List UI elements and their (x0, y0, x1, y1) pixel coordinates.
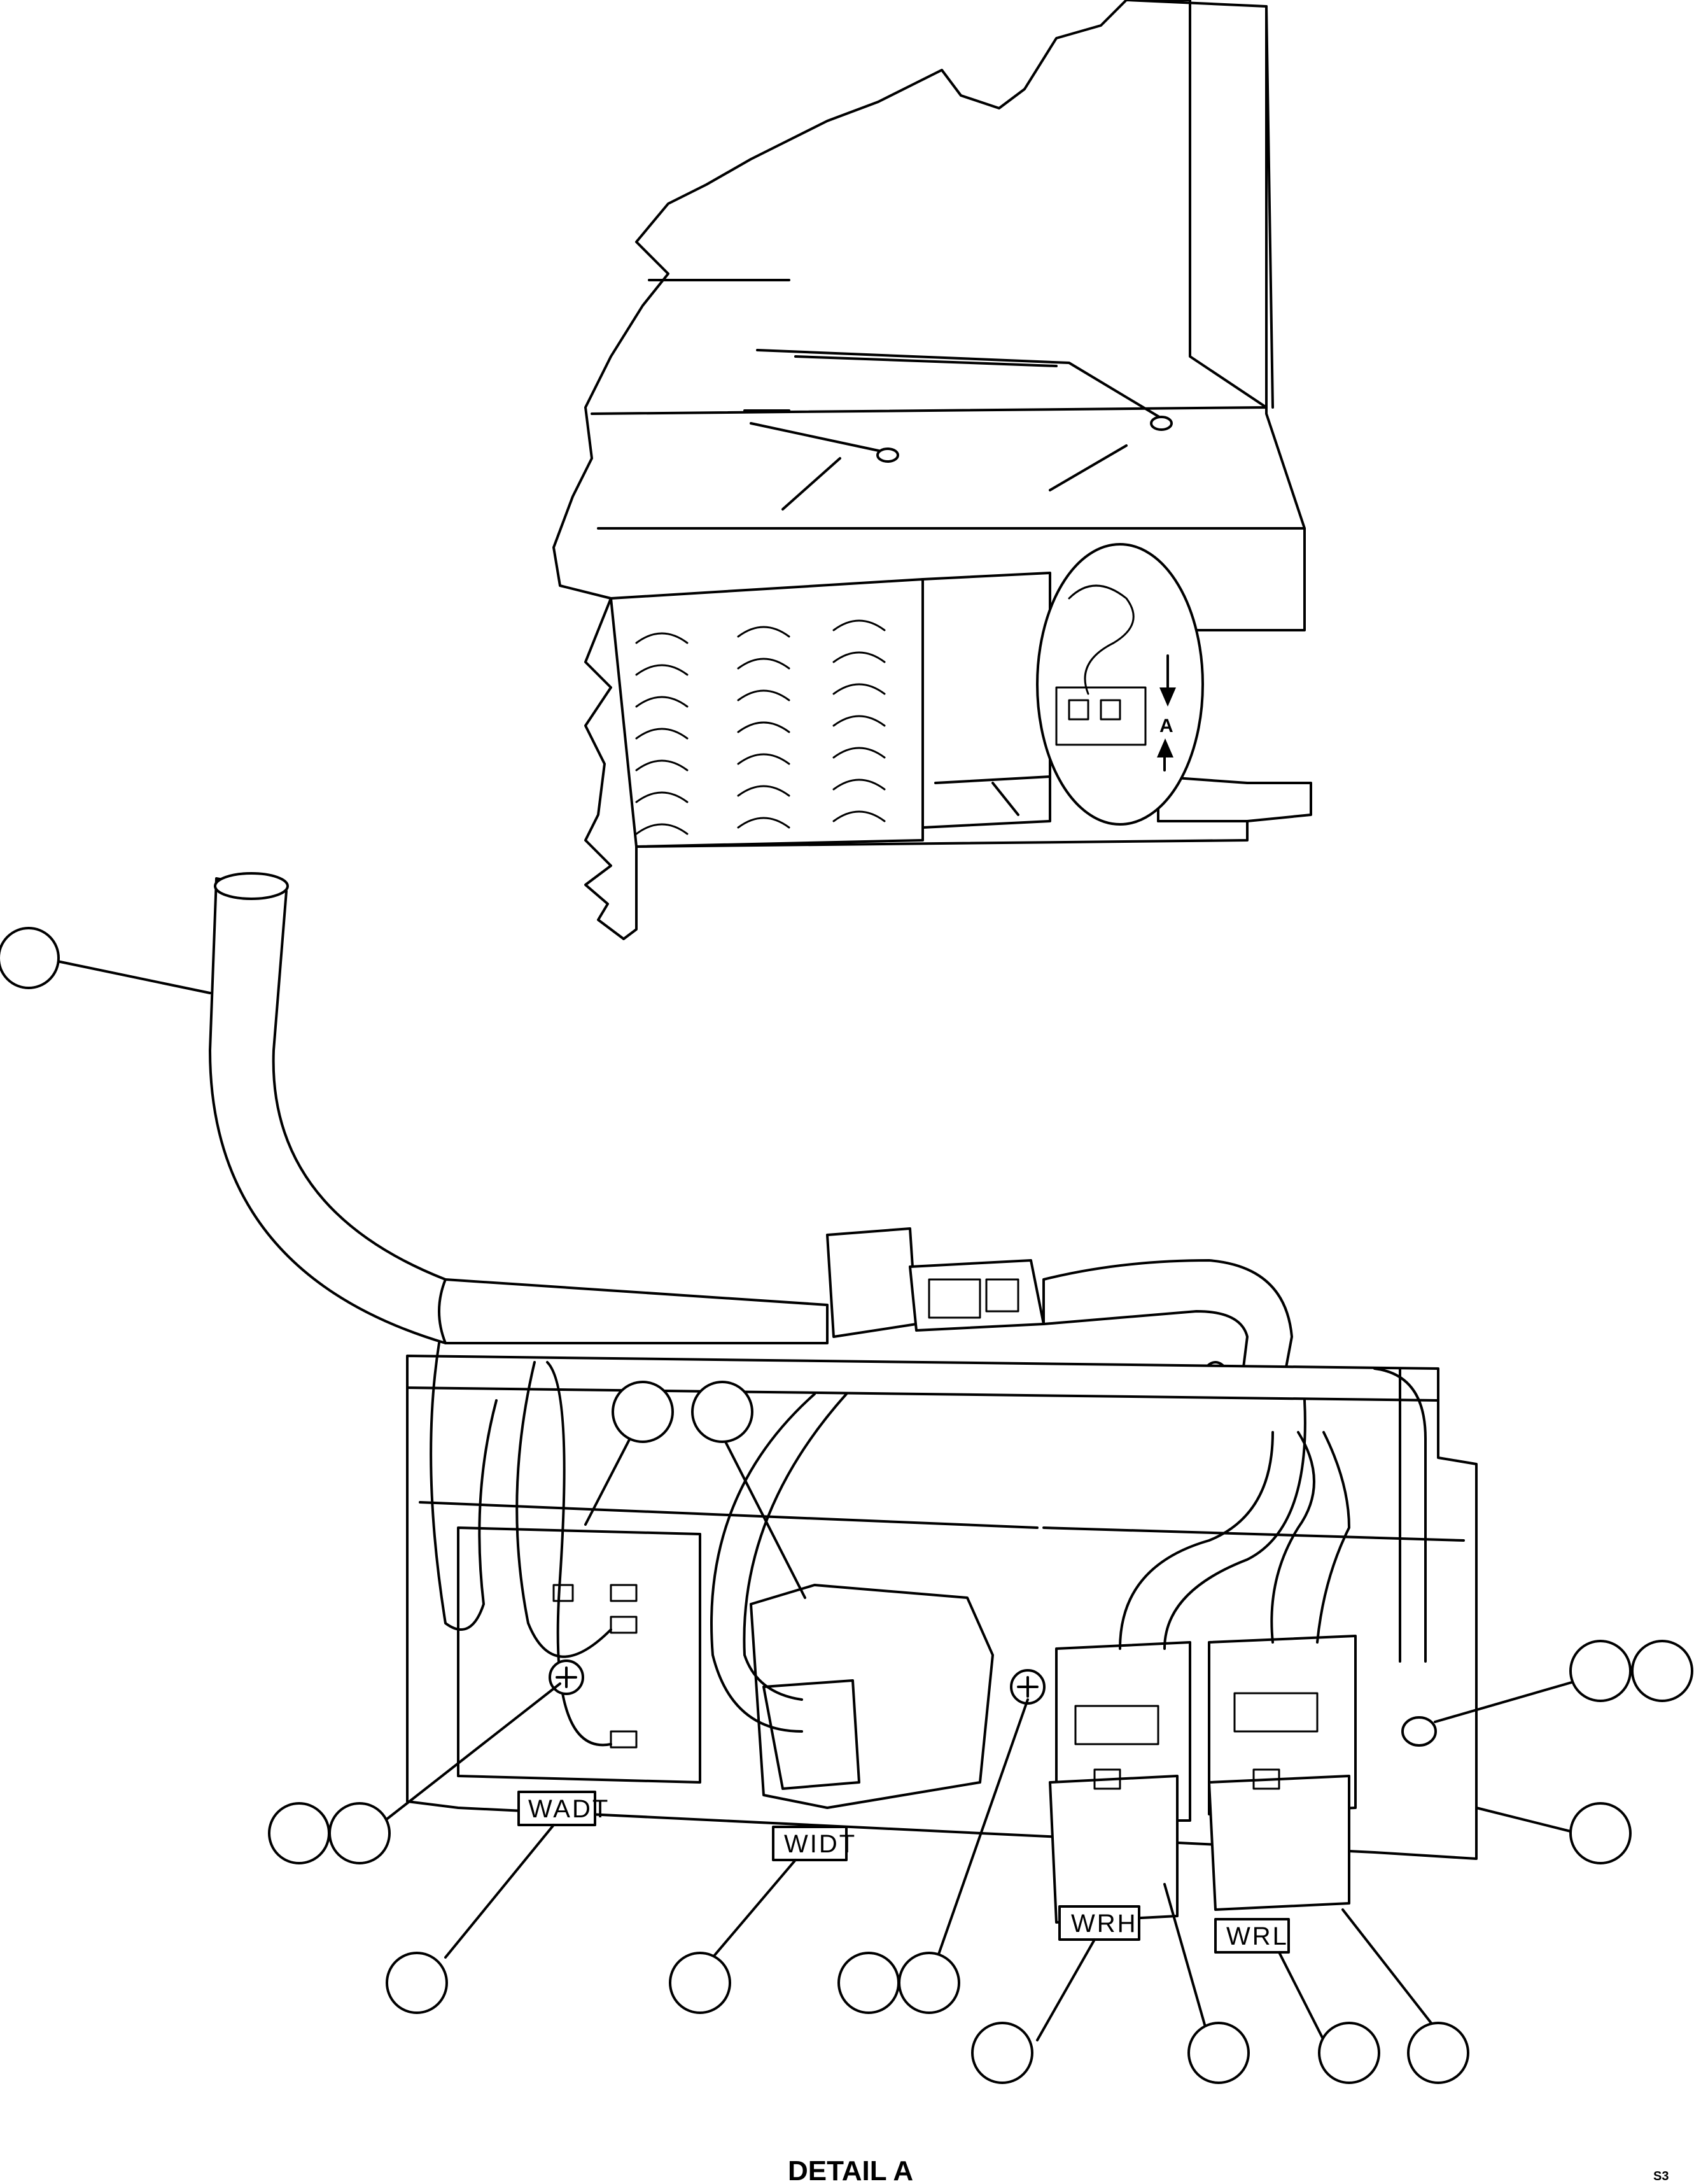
callout-bubble-bracket (1569, 1802, 1632, 1864)
detail-a-circle (1036, 543, 1204, 826)
wire-tag-wrl: WRL (1214, 1918, 1290, 1954)
callout-bubble-relay-l (1407, 2022, 1469, 2084)
wire-tag-wrl-label: WRL (1226, 1922, 1289, 1950)
detail-a-arrowhead-bottom (1157, 738, 1173, 757)
wiper-arm-lower (743, 409, 1128, 511)
housing-edges (591, 0, 1306, 530)
overview-assembly: A (552, 0, 1312, 940)
callout-bubbles (0, 927, 1693, 2084)
callout-bubble-relay-h (1187, 2022, 1250, 2084)
wire-tag-widt-label: WIDT (784, 1830, 857, 1858)
screw-middle-slot (1017, 1676, 1039, 1698)
interposer-module-harness (710, 1393, 848, 1733)
detail-a-assembly (209, 872, 1478, 1924)
callout-bubble-right-a (1569, 1640, 1632, 1702)
block-wire-loops (430, 1342, 612, 1747)
louver-panel (610, 578, 924, 848)
callout-bubble-wrl (1318, 2022, 1380, 2084)
wire-tag-wadt: WADT (517, 1791, 610, 1826)
callout-bubble-screw-mid-b (898, 1952, 960, 2014)
relay-wrl-detail (1233, 1692, 1319, 1790)
leader-lines (56, 960, 1579, 2041)
wiper-pivot-right (1150, 416, 1173, 431)
callout-bubble-screw-mid-a (837, 1952, 900, 2014)
bracket-return-leg (1373, 1367, 1427, 1663)
callout-bubble-screw-left-b (328, 1802, 391, 1864)
inline-connector-top-detail (928, 1278, 1019, 1319)
relay-wrh-detail (1074, 1705, 1159, 1790)
wiper-arm-upper (756, 349, 1166, 421)
wire-tag-wrh: WRH (1058, 1905, 1140, 1941)
callout-bubble-module (691, 1381, 753, 1443)
inline-connector-top-body (826, 1227, 918, 1338)
callout-bubble-widt (669, 1952, 731, 2014)
callout-bubble-hose (0, 927, 60, 989)
relay-wrh-body (1049, 1775, 1179, 1924)
relay-wrl-body (1208, 1775, 1350, 1911)
wire-tag-wrh-box (1058, 1905, 1140, 1941)
branch-hose-right (1042, 1259, 1293, 1440)
detail-a-arrowhead-top (1159, 687, 1176, 707)
detail-a-wiring-preview (1055, 584, 1147, 746)
relay-harness (1119, 1399, 1350, 1650)
detail-caption: DETAIL A (788, 2155, 913, 2184)
louver-slots (635, 619, 886, 835)
diode-block-terminals (552, 1584, 638, 1749)
diode-block-wadt (457, 1526, 701, 1784)
callout-bubble-wrh (971, 2022, 1033, 2084)
callout-bubble-right-b (1631, 1640, 1693, 1702)
main-harness-hose (209, 877, 829, 1344)
wire-tag-wadt-label: WADT (528, 1795, 610, 1823)
wire-tag-widt: WIDT (772, 1826, 857, 1861)
screw-left-slot (556, 1666, 577, 1688)
wire-tag-widt-box (772, 1826, 848, 1861)
sheet-id: S3 (1653, 2169, 1669, 2183)
grommet-right (1401, 1716, 1437, 1747)
hose-sleeve-band (438, 1278, 447, 1344)
wire-tag-wadt-box (517, 1791, 596, 1826)
wiper-pivot-left (876, 447, 899, 463)
interposer-module-plug (762, 1679, 860, 1790)
detail-a-marker: A (1159, 715, 1173, 736)
wire-tag-wrh-label: WRH (1071, 1910, 1138, 1938)
bracket-top-flange (406, 1386, 1465, 1542)
callout-bubble-block (612, 1381, 674, 1443)
relay-wrl-socket (1208, 1635, 1357, 1815)
callout-bubble-wadt (386, 1952, 448, 2014)
wire-tag-wrl-box (1214, 1918, 1290, 1954)
hose-cut-end (214, 872, 289, 900)
mounting-foot (1157, 775, 1312, 822)
callout-bubble-screw-left-a (268, 1802, 330, 1864)
